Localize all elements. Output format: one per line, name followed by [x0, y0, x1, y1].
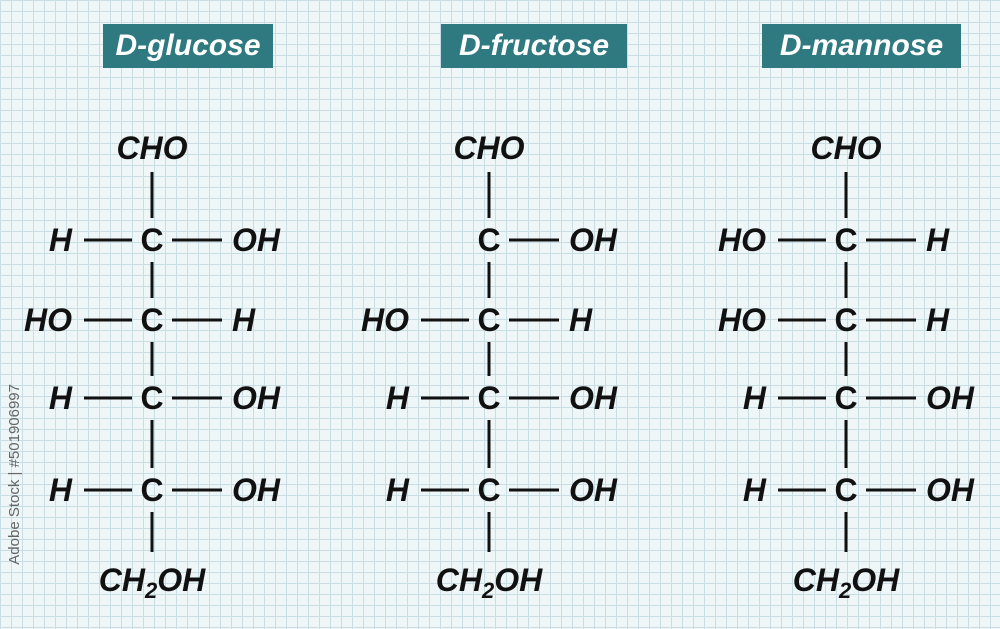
- title-badge-d-mannose: D-mannose: [762, 24, 961, 68]
- d-glucose-right-substituent-4: OH: [232, 380, 281, 416]
- title-d-mannose: D-mannose: [779, 29, 944, 62]
- d-mannose-right-substituent-5: OH: [926, 472, 975, 508]
- d-glucose-left-substituent-5: H: [49, 472, 73, 508]
- d-fructose-right-substituent-4: OH: [569, 380, 618, 416]
- d-fructose-left-substituent-4: H: [386, 380, 410, 416]
- d-fructose-right-substituent-2: OH: [569, 222, 618, 258]
- d-fructose-carbon-5: C: [477, 472, 500, 508]
- d-mannose-right-substituent-4: OH: [926, 380, 975, 416]
- d-glucose-right-substituent-3: H: [232, 302, 256, 338]
- title-d-fructose: D-fructose: [458, 29, 609, 62]
- d-fructose-bottom-group: CH2OH: [436, 562, 543, 603]
- d-mannose-left-substituent-4: H: [743, 380, 767, 416]
- d-mannose-left-substituent-5: H: [743, 472, 767, 508]
- title-badge-d-glucose: D-glucose: [103, 24, 273, 68]
- stock-watermark: Adobe Stock | #501906997: [6, 384, 23, 565]
- d-fructose-carbon-2: C: [477, 222, 500, 258]
- d-fructose-left-substituent-3: HO: [361, 302, 409, 338]
- d-mannose-bottom-group: CH2OH: [793, 562, 900, 603]
- title-badge-d-fructose: D-fructose: [441, 24, 627, 68]
- d-fructose-left-substituent-5: H: [386, 472, 410, 508]
- title-d-glucose: D-glucose: [115, 29, 261, 62]
- d-fructose-top-group: CHO: [453, 130, 524, 166]
- d-glucose-carbon-5: C: [140, 472, 163, 508]
- d-glucose-bottom-group: CH2OH: [99, 562, 206, 603]
- d-glucose-left-substituent-4: H: [49, 380, 73, 416]
- d-mannose-right-substituent-3: H: [926, 302, 950, 338]
- d-mannose-carbon-4: C: [834, 380, 857, 416]
- d-fructose-carbon-3: C: [477, 302, 500, 338]
- d-mannose-right-substituent-2: H: [926, 222, 950, 258]
- d-mannose-top-group: CHO: [810, 130, 881, 166]
- d-fructose-right-substituent-5: OH: [569, 472, 618, 508]
- d-mannose-carbon-5: C: [834, 472, 857, 508]
- d-glucose-left-substituent-3: HO: [24, 302, 72, 338]
- d-fructose-carbon-4: C: [477, 380, 500, 416]
- d-fructose-right-substituent-3: H: [569, 302, 593, 338]
- d-glucose-top-group: CHO: [116, 130, 187, 166]
- d-glucose-left-substituent-2: H: [49, 222, 73, 258]
- d-glucose-carbon-2: C: [140, 222, 163, 258]
- d-mannose-carbon-3: C: [834, 302, 857, 338]
- d-glucose-carbon-4: C: [140, 380, 163, 416]
- d-glucose-carbon-3: C: [140, 302, 163, 338]
- d-mannose-left-substituent-3: HO: [718, 302, 766, 338]
- d-mannose-left-substituent-2: HO: [718, 222, 766, 258]
- d-mannose-carbon-2: C: [834, 222, 857, 258]
- d-glucose-right-substituent-5: OH: [232, 472, 281, 508]
- d-glucose-right-substituent-2: OH: [232, 222, 281, 258]
